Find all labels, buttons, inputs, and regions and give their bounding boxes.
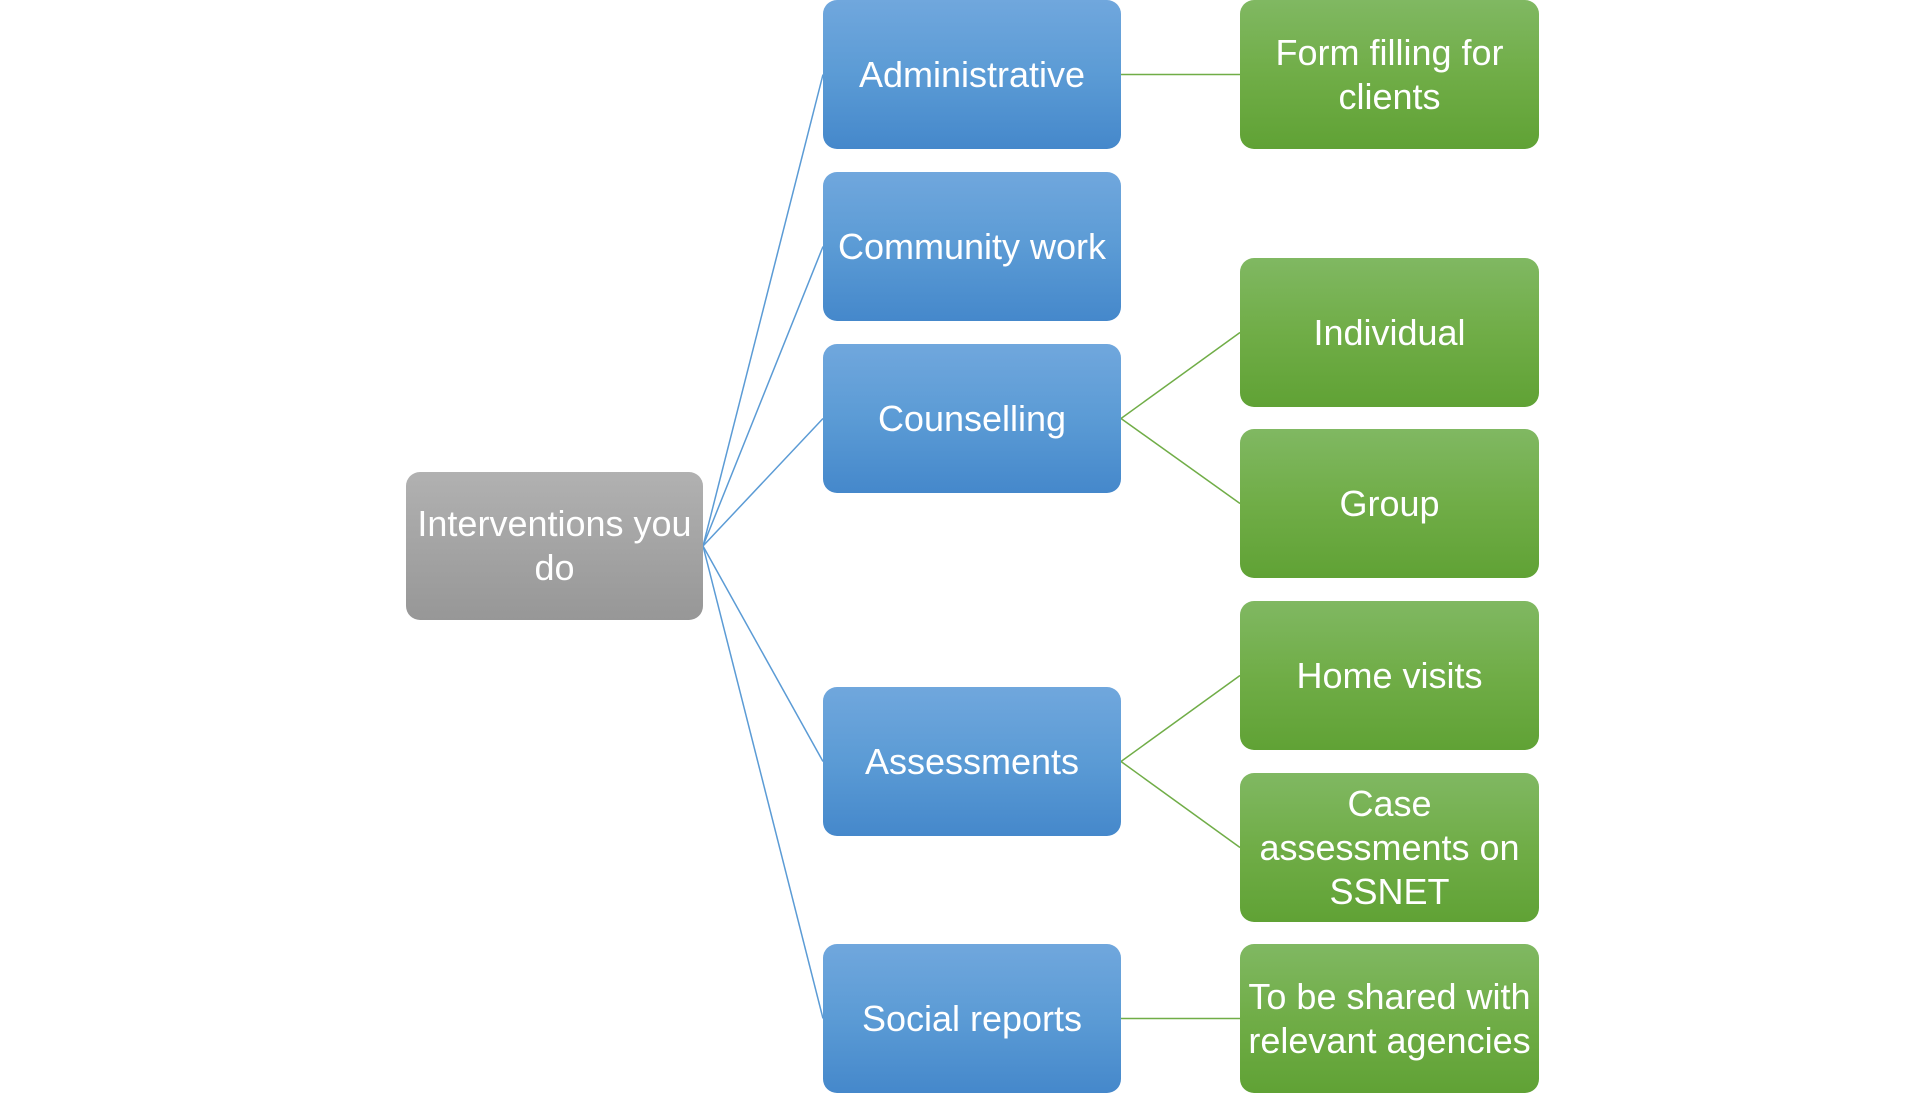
node-label: Counselling bbox=[877, 397, 1067, 439]
node-label: Social reports bbox=[861, 997, 1083, 1039]
root-label: Interventions you do bbox=[417, 503, 692, 588]
node-counselling[interactable]: Counselling bbox=[823, 344, 1121, 493]
node-label: Case assessments on SSNET bbox=[1259, 782, 1520, 912]
node-shared-agencies[interactable]: To be shared with relevant agencies bbox=[1240, 944, 1539, 1093]
node-label: Administrative bbox=[858, 53, 1086, 95]
node-label: Individual bbox=[1313, 311, 1466, 353]
node-assessments[interactable]: Assessments bbox=[823, 687, 1121, 836]
link-assessments-case bbox=[1120, 760, 1241, 849]
link-root-social bbox=[702, 545, 824, 1019]
link-counselling-individual bbox=[1120, 331, 1241, 420]
node-case-assessments[interactable]: Case assessments on SSNET bbox=[1240, 773, 1539, 922]
link-counselling-group bbox=[1120, 417, 1241, 505]
node-label: Community work bbox=[837, 225, 1107, 267]
link-assessments-home bbox=[1120, 674, 1241, 763]
link-root-administrative bbox=[702, 74, 824, 547]
node-social-reports[interactable]: Social reports bbox=[823, 944, 1121, 1093]
node-community-work[interactable]: Community work bbox=[823, 172, 1121, 321]
node-label: Assessments bbox=[864, 740, 1080, 782]
node-administrative[interactable]: Administrative bbox=[823, 0, 1121, 149]
link-root-counselling bbox=[702, 417, 824, 547]
node-home-visits[interactable]: Home visits bbox=[1240, 601, 1539, 750]
node-label: Group bbox=[1339, 482, 1440, 524]
node-individual[interactable]: Individual bbox=[1240, 258, 1539, 407]
link-root-community bbox=[702, 246, 824, 547]
link-root-assessments bbox=[702, 545, 824, 762]
node-label: Form filling for clients bbox=[1275, 31, 1504, 117]
node-label: Home visits bbox=[1296, 654, 1483, 696]
node-label: To be shared with relevant agencies bbox=[1248, 975, 1531, 1061]
node-group[interactable]: Group bbox=[1240, 429, 1539, 578]
node-form-filling[interactable]: Form filling for clients bbox=[1240, 0, 1539, 149]
root-node[interactable]: Interventions you do bbox=[406, 472, 703, 620]
